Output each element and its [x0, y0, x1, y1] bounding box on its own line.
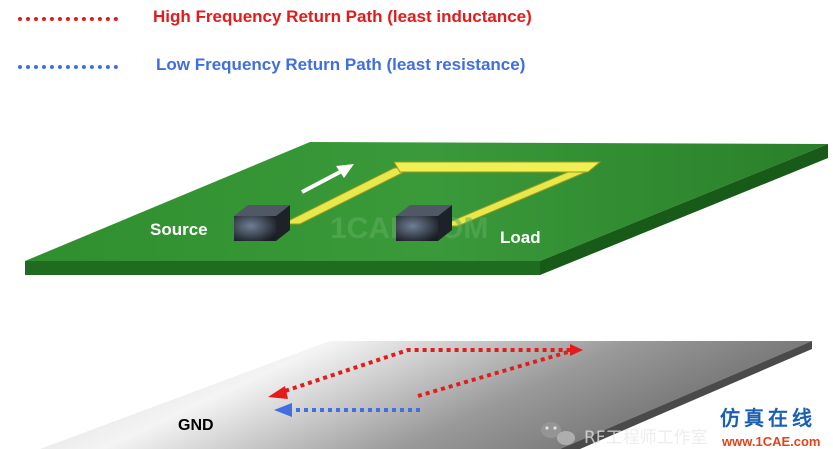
high-frequency-return-path: [281, 348, 576, 398]
load-label: Load: [500, 228, 541, 247]
signal-trace: [281, 161, 602, 227]
wechat-watermark: RF工程师工作室: [541, 422, 708, 448]
trace-segment-top: [393, 161, 602, 173]
high-frequency-start-arrowhead: [570, 344, 583, 356]
pcb-side-edge: [540, 144, 828, 275]
load-component: [396, 205, 452, 241]
current-direction-arrow: [301, 164, 354, 194]
wechat-account-name: RF工程师工作室: [584, 428, 708, 448]
site-watermark-cn: 仿真在线: [720, 406, 816, 430]
low-frequency-arrowhead: [274, 403, 292, 417]
ground-side-edge: [560, 341, 812, 449]
ground-plane: [40, 341, 812, 449]
pcb-top-surface: [25, 142, 828, 261]
wechat-icon: [541, 422, 575, 445]
source-label: Source: [150, 220, 208, 239]
source-component: [234, 205, 290, 241]
legend-low-frequency-line: [18, 65, 118, 69]
legend-high-frequency-label: High Frequency Return Path (least induct…: [153, 7, 532, 26]
high-frequency-arrowhead: [268, 386, 288, 399]
legend-high-frequency-line: [18, 17, 118, 21]
gnd-label: GND: [178, 417, 214, 434]
site-watermark-url: www.1CAE.com: [721, 434, 820, 449]
pcb-front-edge: [25, 261, 540, 275]
legend-low-frequency-label: Low Frequency Return Path (least resista…: [156, 55, 526, 74]
pcb-board: [25, 142, 828, 275]
ground-top-surface: [40, 341, 812, 449]
